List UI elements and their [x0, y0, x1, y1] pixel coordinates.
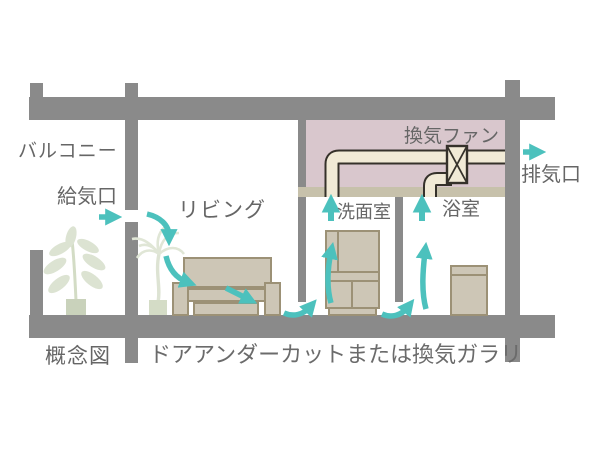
airflow-arrow-door-undercut-2 [380, 298, 415, 319]
top-beam [29, 97, 555, 120]
ceiling-board [298, 187, 505, 197]
washroom-label: 洗面室 [337, 202, 391, 222]
airflow-arrow-bathroom-rise [415, 241, 433, 310]
airflow-arrow-over-sofa [163, 255, 197, 288]
diagram-caption: 概念図 [45, 345, 111, 368]
washroom-bathroom-divider [395, 197, 403, 302]
center-pillar-lower [125, 222, 138, 363]
airflow-arrow-into-living [146, 211, 178, 247]
bathroom-label: 浴室 [442, 199, 481, 220]
diagram-footnote: ドアアンダーカットまたは換気ガラリ [149, 342, 523, 367]
left-pillar-stub [30, 83, 43, 99]
airflow-arrow-door-undercut-1 [282, 299, 317, 318]
living-room-label: リビング [178, 199, 266, 222]
airflow-arrow-washroom-rise [321, 241, 338, 304]
bathtub-rim [450, 265, 488, 276]
center-pillar-upper [125, 83, 138, 210]
cabinet-door-bottom-right [351, 280, 380, 309]
supply-port-label: 給気口 [57, 186, 117, 208]
exhaust-port-label: 排気口 [521, 164, 581, 186]
cabinet-base [328, 307, 377, 316]
balcony-label: バルコニー [18, 141, 118, 162]
bathroom-duct [425, 174, 452, 197]
washroom-duct [326, 151, 506, 197]
washroom-wall-lower [298, 197, 306, 302]
right-pillar [505, 80, 520, 362]
ventilation-fan-icon [445, 144, 469, 185]
airflow-arrow-across-seat [224, 285, 258, 304]
washroom-wall-upper [298, 120, 306, 197]
floor-beam [29, 315, 555, 338]
left-wall-lower [30, 250, 43, 316]
potted-plant-icon [43, 226, 106, 315]
sofa-armrest-right [264, 282, 281, 316]
sofa-base [193, 302, 259, 316]
vent-fan-label: 換気ファン [404, 126, 500, 147]
cabinet-door-top-right [337, 230, 380, 273]
